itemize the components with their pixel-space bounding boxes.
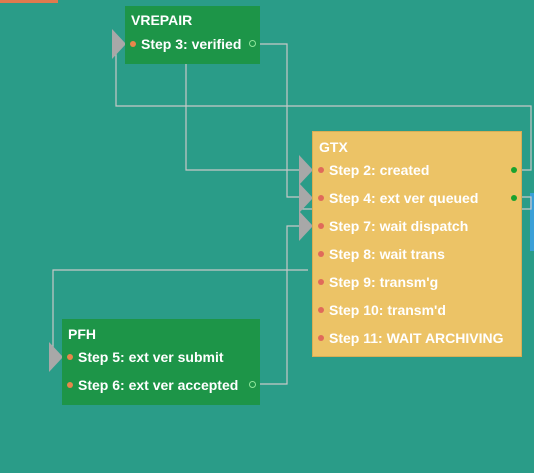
gtx-node-title: GTX (319, 139, 348, 155)
pfh-node-title: PFH (68, 326, 96, 342)
vrepair-node-title: VREPAIR (131, 12, 193, 28)
gtx-step-transmg[interactable]: Step 9: transm'g (313, 272, 521, 292)
pfh-input-connector[interactable] (49, 342, 63, 372)
wire-gtx-transmg-to-pfh (52, 269, 308, 356)
vrepair-step-verified[interactable]: Step 3: verified (125, 34, 260, 54)
gtx-node[interactable]: GTX Step 2: created Step 4: ext ver queu… (312, 131, 522, 357)
output-port-dot[interactable] (249, 381, 256, 388)
gtx-step4-input-connector[interactable] (299, 183, 313, 213)
wire-pfh-accepted-to-gtx-step7 (256, 225, 305, 385)
gtx-step-wait-trans[interactable]: Step 8: wait trans (313, 244, 521, 264)
input-port-dot[interactable] (318, 167, 324, 173)
offscreen-node-edge (530, 193, 534, 251)
vrepair-input-connector[interactable] (112, 29, 126, 59)
input-port-dot[interactable] (318, 251, 324, 257)
output-port-dot[interactable] (511, 195, 517, 201)
gtx-step-created[interactable]: Step 2: created (313, 160, 521, 180)
gtx-step-wait-dispatch[interactable]: Step 7: wait dispatch (313, 216, 521, 236)
wire-vrepair-verified-to-gtx-step4 (256, 43, 305, 198)
input-port-dot[interactable] (130, 41, 136, 47)
input-port-dot[interactable] (318, 307, 324, 313)
gtx-step2-input-connector[interactable] (299, 155, 313, 185)
output-port-dot[interactable] (511, 167, 517, 173)
gtx-step-ext-ver-queued[interactable]: Step 4: ext ver queued (313, 188, 521, 208)
top-left-accent-bar (0, 0, 58, 3)
gtx-step7-input-connector[interactable] (299, 211, 313, 241)
wire-vrepair-to-gtx-step2 (185, 64, 305, 171)
gtx-step-transmd[interactable]: Step 10: transm'd (313, 300, 521, 320)
pfh-node[interactable]: PFH Step 5: ext ver submit Step 6: ext v… (62, 319, 260, 405)
input-port-dot[interactable] (67, 354, 73, 360)
gtx-step-wait-archiving[interactable]: Step 11: WAIT ARCHIVING (313, 328, 521, 348)
output-port-dot[interactable] (249, 40, 256, 47)
pfh-step-ext-ver-submit[interactable]: Step 5: ext ver submit (62, 347, 260, 367)
vrepair-node[interactable]: VREPAIR Step 3: verified (125, 6, 260, 64)
input-port-dot[interactable] (318, 279, 324, 285)
input-port-dot[interactable] (318, 223, 324, 229)
pfh-step-ext-ver-accepted[interactable]: Step 6: ext ver accepted (62, 375, 260, 395)
input-port-dot[interactable] (67, 382, 73, 388)
input-port-dot[interactable] (318, 195, 324, 201)
wire-gtx-created-to-vrepair (115, 44, 532, 171)
input-port-dot[interactable] (318, 335, 324, 341)
